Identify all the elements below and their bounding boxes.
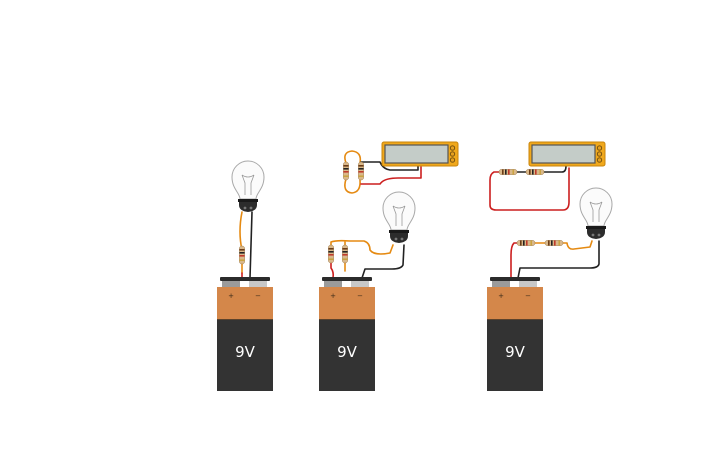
negative-terminal-label: − [255, 292, 261, 300]
circuit-2: + − 9V [318, 141, 459, 392]
battery-voltage-label: 9V [505, 343, 526, 361]
battery-9v[interactable]: + − 9V [216, 276, 274, 392]
battery-9v[interactable]: + − 9V [318, 276, 376, 392]
wires[interactable] [489, 165, 600, 279]
positive-terminal-label: + [498, 292, 504, 300]
battery-voltage-label: 9V [235, 343, 256, 361]
resistor[interactable] [525, 168, 545, 176]
positive-terminal-label: + [330, 292, 336, 300]
resistor[interactable] [327, 244, 335, 264]
battery-9v[interactable]: + − 9V [486, 276, 544, 392]
resistor[interactable] [544, 239, 564, 247]
light-bulb[interactable] [579, 187, 613, 240]
wires[interactable] [330, 150, 422, 279]
resistor[interactable] [342, 161, 350, 181]
multimeter[interactable] [528, 141, 606, 167]
resistor[interactable] [238, 245, 246, 265]
resistor[interactable] [516, 239, 536, 247]
resistor[interactable] [341, 244, 349, 264]
light-bulb[interactable] [382, 191, 416, 244]
positive-terminal-label: + [228, 292, 234, 300]
circuit-3: + − 9V [486, 141, 613, 392]
multimeter[interactable] [381, 141, 459, 167]
light-bulb[interactable] [231, 160, 265, 213]
resistor[interactable] [357, 161, 365, 181]
battery-voltage-label: 9V [337, 343, 358, 361]
negative-terminal-label: − [525, 292, 531, 300]
resistor[interactable] [498, 168, 518, 176]
negative-terminal-label: − [357, 292, 363, 300]
wires[interactable] [239, 211, 253, 279]
circuit-1: + − 9V [216, 160, 274, 392]
